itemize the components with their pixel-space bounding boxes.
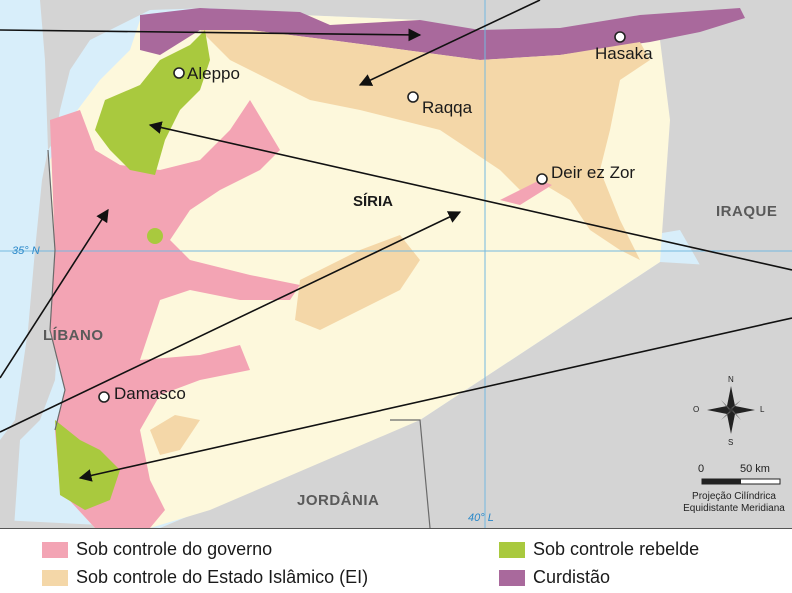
zone-islamic-state-central (295, 235, 420, 330)
arrow-to-kurdistan (0, 28, 422, 42)
zone-kurdistan (140, 8, 745, 60)
compass-north-label: N (728, 375, 734, 384)
legend-swatch-government (42, 541, 68, 558)
latitude-label: 35° N (12, 245, 40, 257)
lebanon-land (0, 150, 60, 528)
city-label-aleppo: Aleppo (187, 64, 240, 83)
legend-item-kurdistan: Curdistão (499, 567, 610, 588)
arrow-to-islamic-state (358, 0, 541, 86)
city-label-deir-ez-zor: Deir ez Zor (551, 163, 636, 182)
compass-east-label: L (760, 405, 765, 414)
city-marker-aleppo (173, 67, 185, 79)
legend-label-kurdistan: Curdistão (533, 567, 611, 587)
city-label-damasco: Damasco (114, 384, 186, 403)
zone-rebel-south (55, 420, 120, 510)
legend-label-islamic-state: Sob controle do Estado Islâmico (EI) (76, 567, 369, 587)
legend-swatch-rebel (499, 541, 525, 558)
projection-note: Projeção Cilíndrica Equidistante Meridia… (676, 491, 792, 515)
arrow-to-rebel-north (148, 121, 792, 271)
legend-label-government: Sob controle do governo (76, 539, 273, 559)
city-marker-deir-ez-zor (536, 173, 548, 185)
city-label-hasaka: Hasaka (595, 44, 653, 63)
compass-rose-icon (707, 386, 755, 434)
zone-government (50, 100, 300, 528)
city-marker-raqqa (407, 91, 419, 103)
legend: Sob controle do governo Sob controle reb… (0, 529, 792, 593)
longitude-label: 40° L (468, 512, 494, 524)
legend-item-islamic-state: Sob controle do Estado Islâmico (EI) (42, 567, 368, 588)
arrow-to-rebel-south (78, 317, 792, 482)
map: Aleppo Raqqa Hasaka Deir ez Zor Damasco … (0, 0, 792, 529)
compass-south-label: S (728, 438, 734, 447)
city-marker-hasaka (614, 31, 626, 43)
scale-distance-label: 50 km (740, 463, 770, 475)
zone-rebel-north (95, 30, 210, 175)
scale-bar (701, 478, 781, 485)
zone-islamic-state (200, 30, 650, 260)
legend-item-rebel: Sob controle rebelde (499, 539, 699, 560)
compass-west-label: O (693, 405, 700, 414)
projection-line-1: Projeção Cilíndrica (692, 491, 776, 502)
zone-government-east (500, 180, 552, 205)
arrow-to-government (0, 208, 109, 379)
country-label-jordan: JORDÂNIA (297, 492, 380, 509)
scale-zero-label: 0 (698, 463, 705, 475)
country-label-iraq: IRAQUE (716, 203, 778, 220)
country-label-lebanon: LÍBANO (43, 327, 104, 344)
legend-item-government: Sob controle do governo (42, 539, 272, 560)
jordan-border (390, 419, 431, 528)
arrow-to-syria-center (0, 211, 462, 433)
map-canvas (0, 0, 792, 528)
country-label-syria: SÍRIA (353, 193, 394, 210)
projection-line-2: Equidistante Meridiana (683, 503, 785, 514)
southern-land (0, 262, 792, 528)
legend-swatch-kurdistan (499, 569, 525, 586)
zone-islamic-state-south (150, 415, 200, 455)
city-label-raqqa: Raqqa (422, 98, 473, 117)
city-marker-damasco (98, 391, 110, 403)
legend-label-rebel: Sob controle rebelde (533, 539, 700, 559)
zone-rebel-patch (147, 228, 163, 244)
legend-swatch-islamic-state (42, 569, 68, 586)
